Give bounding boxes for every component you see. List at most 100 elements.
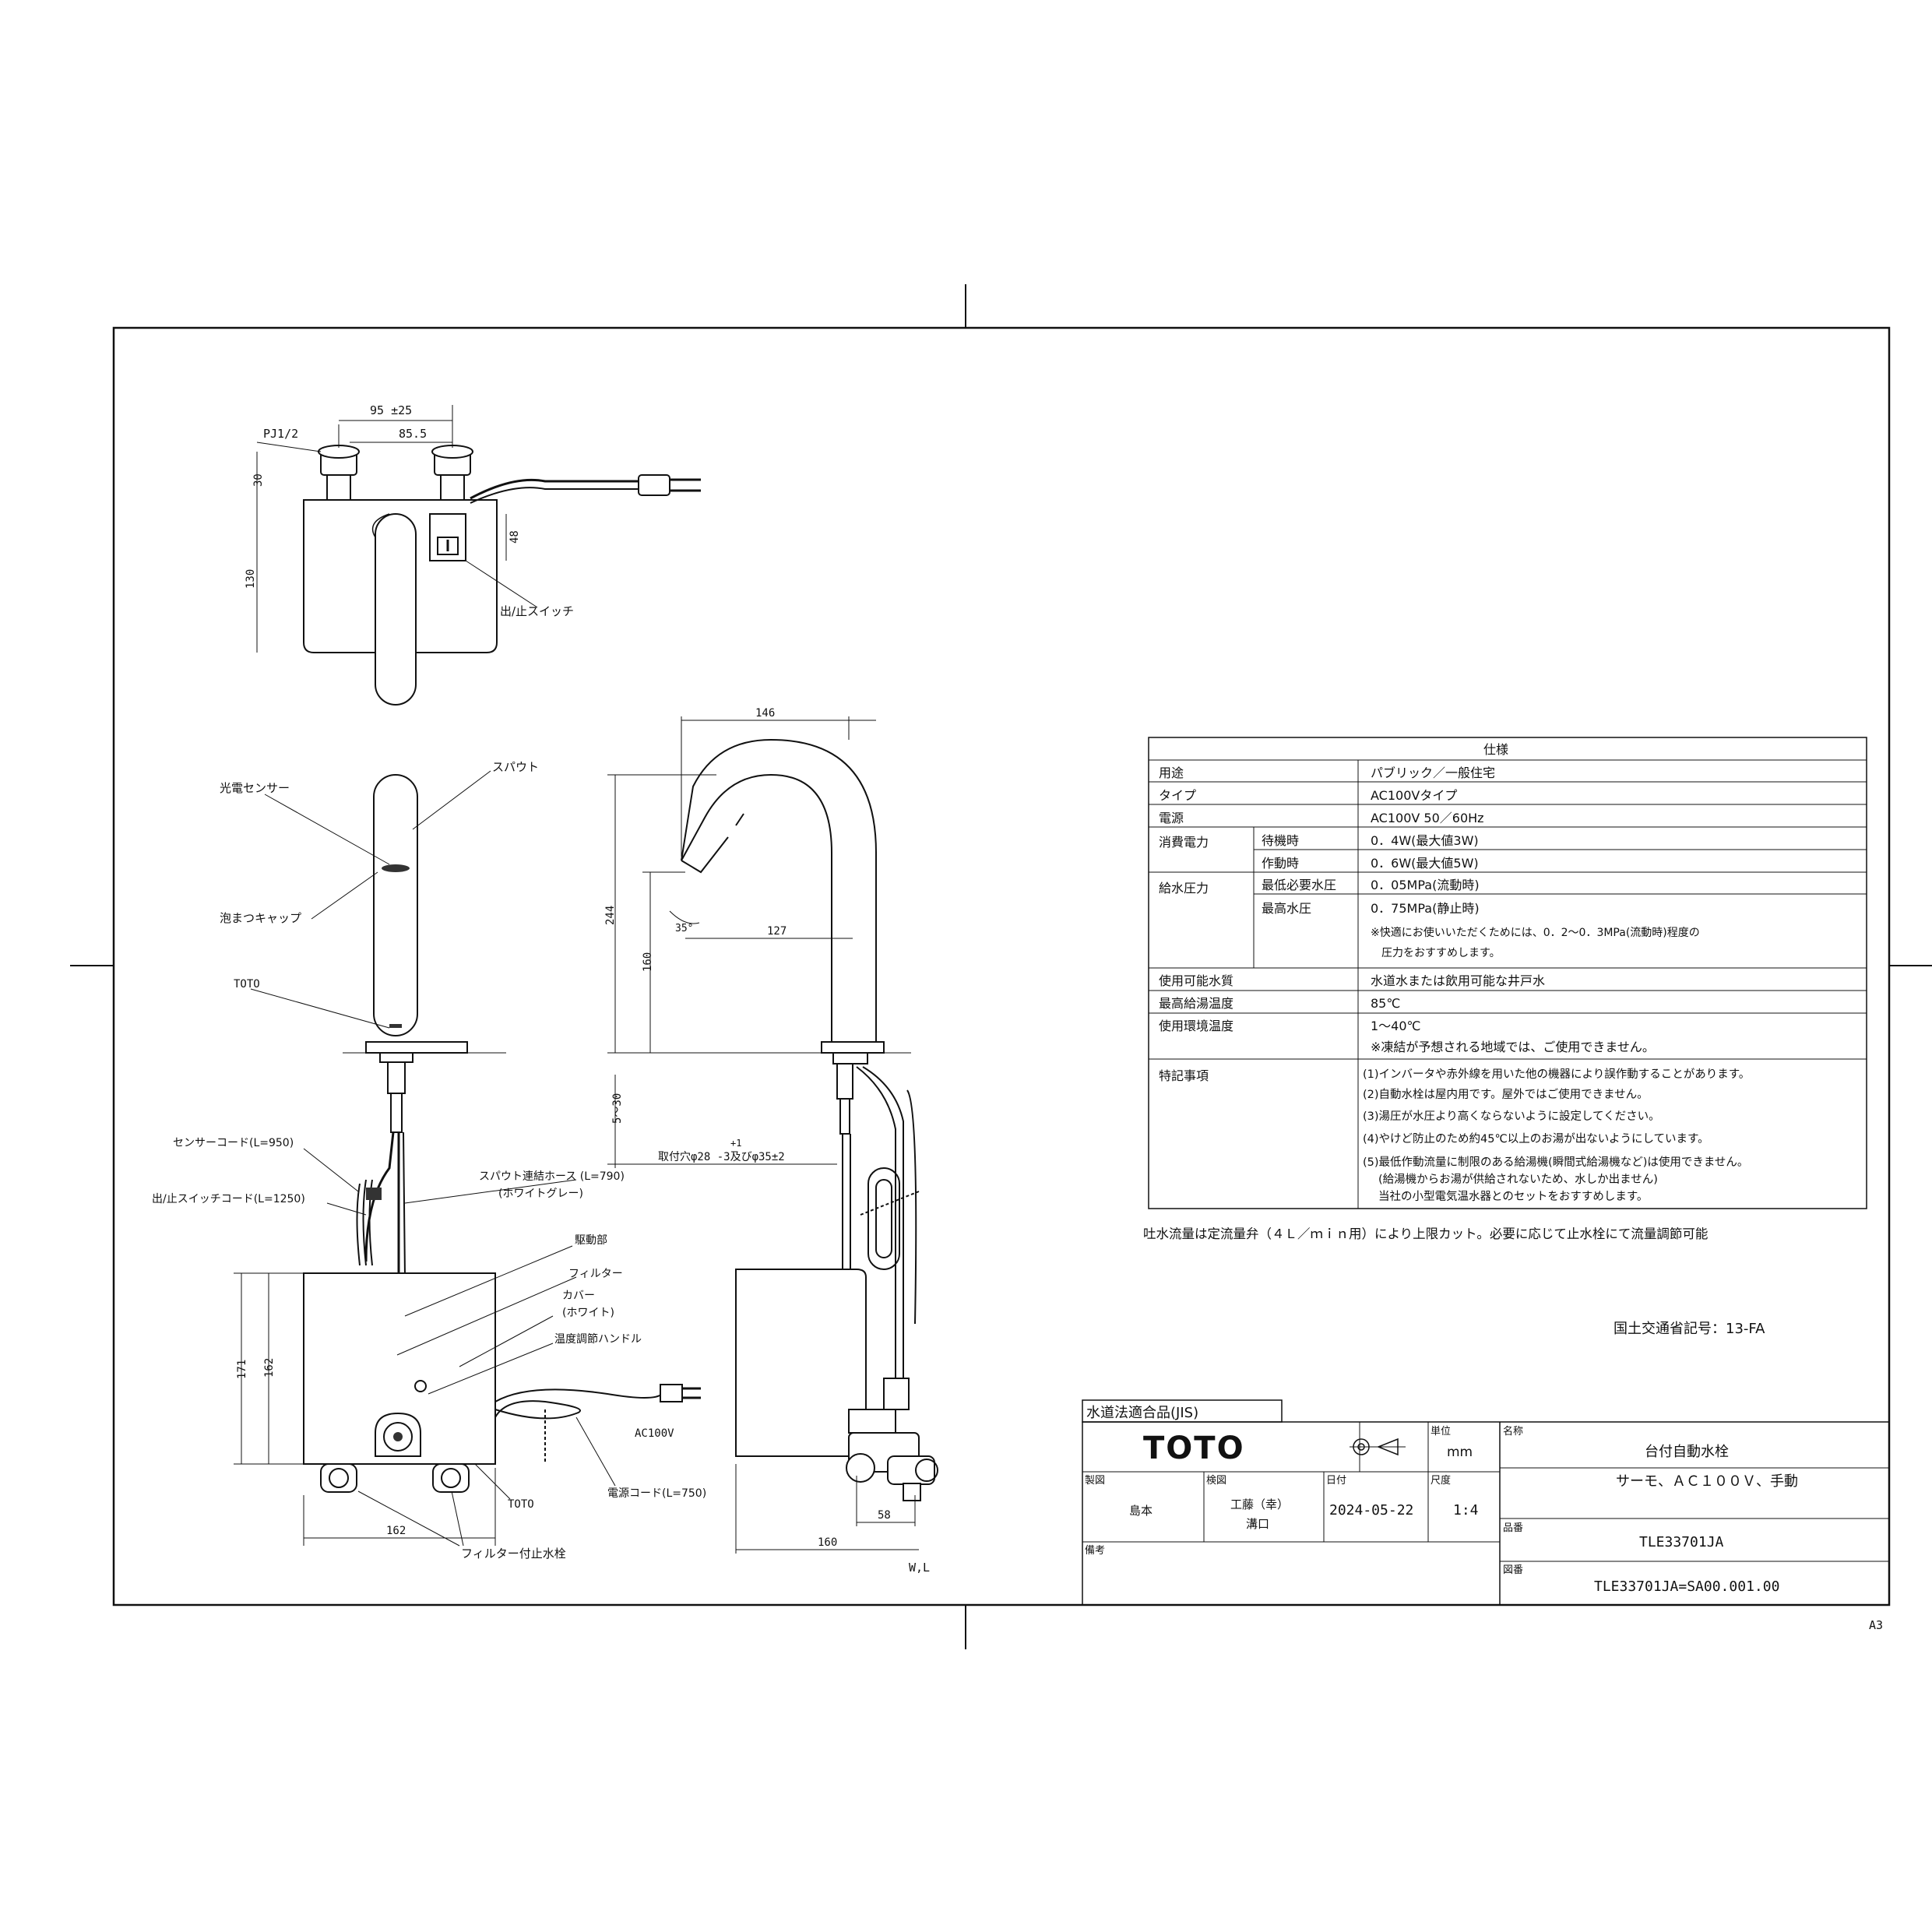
spec-notes-k: 特記事項 [1159, 1068, 1209, 1083]
spec-pressure-label: 給水圧力 [1159, 881, 1209, 896]
spec-pressure-min-v: 0．05MPa(流動時) [1371, 878, 1480, 892]
dim-127: 127 [767, 925, 787, 938]
label-switch: 出/止スイッチ [500, 604, 574, 618]
spec-pressure-max-v: 0．75MPa(静止時) [1371, 901, 1480, 916]
spec-maxtemp-v: 85℃ [1371, 996, 1400, 1011]
spec-power-standby-v: 0．4W(最大値3W) [1371, 833, 1479, 848]
dim-244: 244 [604, 906, 617, 925]
label-sensor: 光電センサー [220, 781, 290, 795]
spec-note-7: 当社の小型電気温水器とのセットをおすすめします。 [1378, 1190, 1648, 1203]
label-cover: カバー [562, 1290, 595, 1302]
dim-130: 130 [245, 569, 257, 589]
checked-value-2: 溝口 [1246, 1517, 1269, 1531]
remark-label: 備考 [1085, 1544, 1105, 1557]
label-toto2: TOTO [508, 1498, 534, 1511]
top-view [256, 405, 701, 706]
spec-maxtemp-k: 最高給湯温度 [1159, 996, 1233, 1011]
part-value: TLE33701JA [1639, 1534, 1724, 1550]
drawing-label: 図番 [1503, 1564, 1523, 1576]
label-pj: PJ1/2 [263, 427, 298, 441]
label-cap: 泡まつキャップ [220, 911, 301, 925]
label-toto: TOTO [234, 978, 260, 991]
label-cover-color: (ホワイト) [562, 1307, 614, 1319]
dim-hole-plus: +1 [730, 1138, 741, 1149]
spec-note-2: (2)自動水栓は屋内用です。屋外ではご使用できません。 [1363, 1088, 1649, 1101]
mlit-code: 国土交通省記号：13-FA [1614, 1321, 1765, 1337]
front-view [234, 770, 701, 1547]
label-wl: W,L [909, 1561, 930, 1575]
label-drive: 駆動部 [575, 1234, 607, 1247]
label-ac: AC100V [635, 1427, 674, 1440]
spec-pressure-min-k: 最低必要水圧 [1262, 878, 1336, 892]
spec-table [1148, 737, 1867, 1209]
label-sensor-cord: センサーコード(L=950) [173, 1137, 294, 1149]
date-label: 日付 [1326, 1475, 1346, 1487]
dim-58: 58 [878, 1509, 891, 1522]
dim-160v: 160 [642, 952, 654, 972]
label-hose: スパウト連結ホース (L=790) [479, 1170, 625, 1183]
drawing-value: TLE33701JA=SA00.001.00 [1594, 1578, 1779, 1595]
date-value: 2024-05-22 [1329, 1502, 1413, 1519]
label-filter-valve: フィルター付止水栓 [461, 1547, 566, 1561]
spec-row-value: AC100V 50／60Hz [1371, 811, 1484, 825]
dim-48: 48 [509, 530, 521, 544]
dim-162v: 162 [263, 1358, 276, 1378]
dim-5-30: 5～30 [611, 1093, 624, 1124]
spec-row-key: タイプ [1159, 788, 1196, 803]
spec-note-1: (1)インバータや赤外線を用いた他の機器により誤作動することがあります。 [1363, 1068, 1750, 1081]
spec-power-standby-k: 待機時 [1262, 833, 1299, 848]
dim-146: 146 [755, 707, 775, 720]
label-filter: フィルター [568, 1268, 623, 1280]
spec-envtemp-v: 1～40℃ [1371, 1019, 1421, 1033]
dim-171: 171 [236, 1360, 248, 1379]
dim-95: 95 ±25 [370, 403, 412, 417]
checked-value-1: 工藤（幸） [1230, 1497, 1289, 1511]
label-temp-handle: 温度調節ハンドル [554, 1332, 642, 1346]
sheet-frame [70, 284, 1932, 1649]
spec-power-active-v: 0．6W(最大値5W) [1371, 856, 1479, 871]
dim-35: 35° [675, 923, 693, 934]
dim-30: 30 [252, 473, 265, 487]
sheet-size: A3 [1869, 1618, 1883, 1632]
dim-162h: 162 [386, 1525, 406, 1537]
spec-power-label: 消費電力 [1159, 835, 1209, 850]
checked-label: 検図 [1206, 1475, 1226, 1487]
side-view [607, 716, 938, 1554]
scale-value: 1:4 [1453, 1502, 1479, 1519]
unit-value: mm [1447, 1445, 1473, 1460]
spec-row-value: AC100Vタイプ [1371, 788, 1457, 803]
spec-pressure-note2: 圧力をおすすめします。 [1381, 947, 1501, 959]
brand-logo: TOTO [1143, 1431, 1245, 1466]
spec-envtemp-note: ※凍結が予想される地域では、ご使用できません。 [1371, 1040, 1655, 1054]
spec-note-4: (4)やけど防止のため約45℃以上のお湯が出ないようにしています。 [1363, 1132, 1709, 1145]
spec-row-key: 電源 [1159, 811, 1184, 825]
flow-note: 吐水流量は定流量弁（４Ｌ／ｍｉｎ用）により上限カット。必要に応じて止水栓にて流量… [1143, 1226, 1708, 1241]
spec-pressure-max-k: 最高水圧 [1262, 901, 1311, 916]
drawn-value: 島本 [1129, 1504, 1153, 1518]
spec-title: 仕様 [1483, 742, 1508, 757]
label-hose-color: (ホワイトグレー) [498, 1188, 583, 1200]
name-1: 台付自動水栓 [1645, 1444, 1729, 1460]
spec-envtemp-k: 使用環境温度 [1159, 1019, 1233, 1033]
dim-hole: 取付穴φ28 -3及びφ35±2 [658, 1151, 785, 1163]
title-block [1082, 1399, 1890, 1606]
label-spout: スパウト [492, 760, 539, 774]
dim-85: 85.5 [399, 427, 427, 441]
spec-pressure-note1: ※快適にお使いいただくためには、0．2～0．3MPa(流動時)程度の [1371, 926, 1700, 939]
name-2: サーモ、ＡＣ１００Ｖ、手動 [1616, 1473, 1798, 1490]
spec-water-v: 水道水または飲用可能な井戸水 [1371, 973, 1545, 988]
spec-power-active-k: 作動時 [1262, 856, 1299, 871]
spec-row-value: パブリック／一般住宅 [1371, 765, 1495, 780]
spec-note-3: (3)湯圧が水圧より高くならないように設定してください。 [1363, 1110, 1660, 1123]
scale-label: 尺度 [1431, 1474, 1451, 1487]
dim-160h: 160 [818, 1536, 837, 1549]
label-switch-cord: 出/止スイッチコード(L=1250) [152, 1193, 305, 1205]
spec-note-5: (5)最低作動流量に制限のある給湯機(瞬間式給湯機など)は使用できません。 [1363, 1156, 1748, 1169]
spec-water-k: 使用可能水質 [1159, 973, 1233, 988]
spec-row-key: 用途 [1159, 765, 1184, 780]
spec-note-6: (給湯機からお湯が供給されないため、水しか出ません) [1378, 1173, 1658, 1186]
part-label: 品番 [1503, 1522, 1523, 1534]
name-label: 名称 [1503, 1425, 1523, 1438]
